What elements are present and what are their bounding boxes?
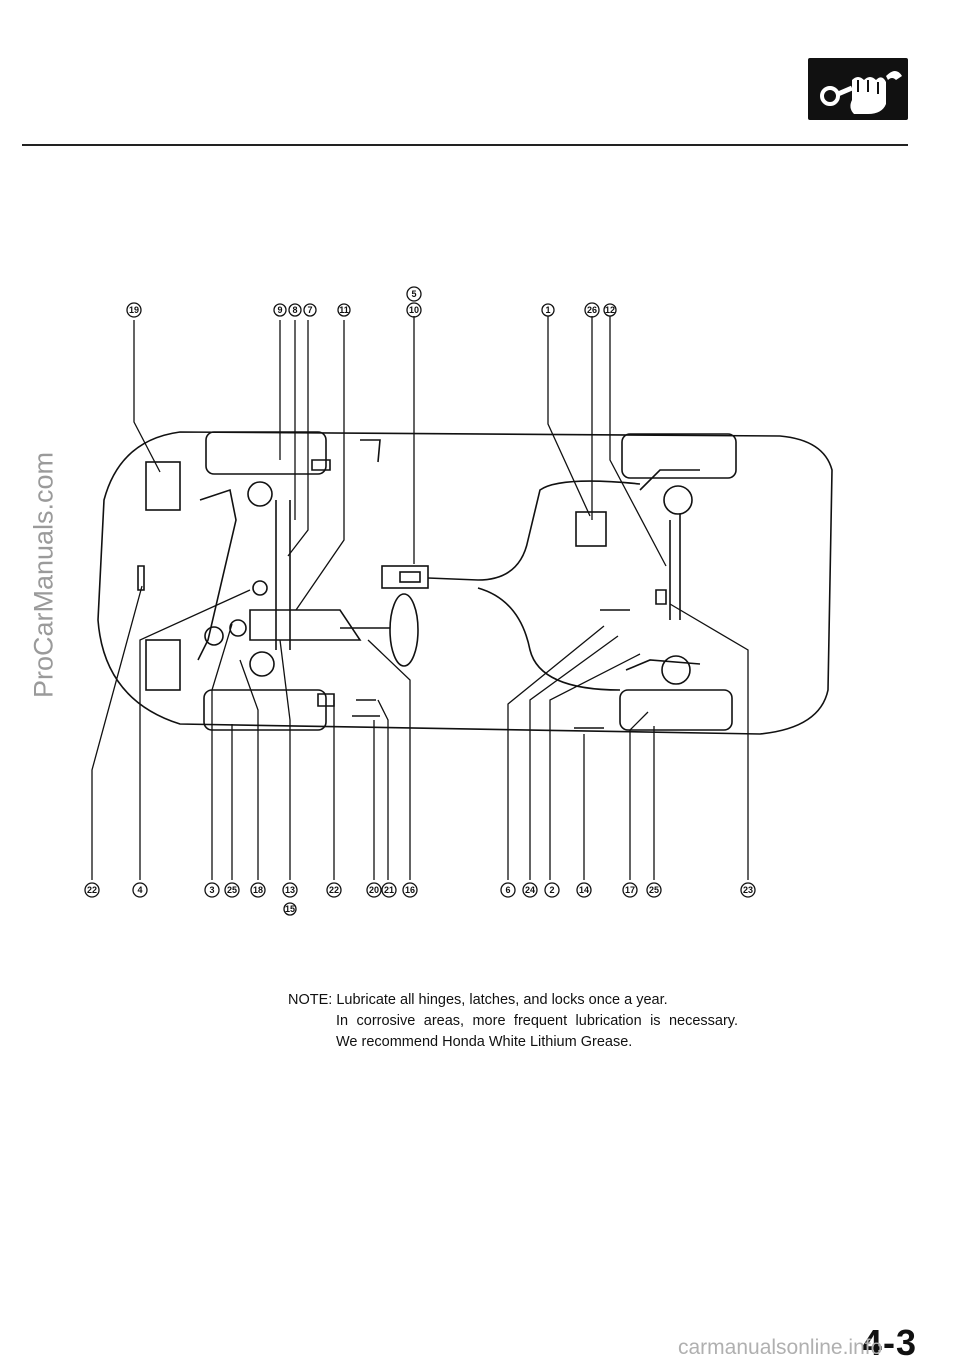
svg-text:22: 22 (87, 885, 97, 895)
svg-text:9: 9 (277, 305, 282, 315)
svg-text:20: 20 (369, 885, 379, 895)
note-text-1: Lubricate all hinges, latches, and locks… (336, 992, 668, 1008)
svg-text:23: 23 (743, 885, 753, 895)
callout-10: 10 (406, 302, 422, 318)
svg-text:11: 11 (339, 305, 349, 315)
svg-text:18: 18 (253, 885, 263, 895)
svg-text:4: 4 (137, 885, 142, 895)
callout-7: 7 (303, 303, 317, 317)
callout-23: 23 (740, 882, 756, 898)
top-callouts: 19 9 8 7 11 5 10 1 26 12 (126, 286, 617, 318)
callout-19: 19 (126, 302, 142, 318)
page-number: 4-3 (862, 1322, 918, 1363)
svg-text:24: 24 (525, 885, 535, 895)
svg-text:25: 25 (227, 885, 237, 895)
note-line-2: In corrosive areas, more frequent lubric… (336, 1013, 738, 1029)
svg-text:1: 1 (545, 305, 550, 315)
callout-20: 20 (366, 882, 382, 898)
svg-text:15: 15 (285, 904, 295, 914)
svg-text:7: 7 (307, 305, 312, 315)
bottom-callouts: 22 4 3 25 18 13 15 22 20 21 16 6 24 2 14… (84, 882, 756, 916)
callout-16: 16 (402, 882, 418, 898)
svg-text:3: 3 (209, 885, 214, 895)
callout-17: 17 (622, 882, 638, 898)
callout-leaders (91, 316, 749, 880)
svg-text:10: 10 (409, 305, 419, 315)
note-line-1: NOTE: Lubricate all hinges, latches, and… (288, 990, 748, 1011)
svg-text:19: 19 (129, 305, 139, 315)
note-line-3: We recommend Honda White Lithium Grease. (336, 1034, 633, 1050)
callout-22-b: 22 (326, 882, 342, 898)
callout-22-a: 22 (84, 882, 100, 898)
callout-14: 14 (576, 882, 592, 898)
svg-text:6: 6 (505, 885, 510, 895)
svg-text:16: 16 (405, 885, 415, 895)
bottom-watermark: carmanualsonline.info (678, 1336, 883, 1359)
steering-wheel (389, 593, 419, 667)
svg-text:5: 5 (411, 289, 416, 299)
callout-5: 5 (406, 286, 422, 302)
parking-brake (381, 565, 429, 589)
front-block-upper (145, 461, 181, 511)
callout-8: 8 (288, 303, 302, 317)
svg-text:26: 26 (587, 305, 597, 315)
callout-21: 21 (381, 882, 397, 898)
svg-text:13: 13 (285, 885, 295, 895)
wheel-well-rear-left (621, 433, 737, 479)
svg-text:21: 21 (384, 885, 394, 895)
header-rule (22, 144, 908, 146)
callout-4: 4 (132, 882, 148, 898)
svg-text:17: 17 (625, 885, 635, 895)
svg-text:2: 2 (549, 885, 554, 895)
front-block-lower (145, 639, 181, 691)
callout-15: 15 (283, 902, 297, 916)
callout-24: 24 (522, 882, 538, 898)
svg-text:14: 14 (579, 885, 589, 895)
rear-strut-lower (661, 655, 691, 685)
wheel-well-rear-right (619, 689, 733, 731)
callout-1: 1 (541, 303, 555, 317)
callout-12: 12 (603, 303, 617, 317)
note-prefix: NOTE: (288, 992, 333, 1008)
wheel-well-front-left (205, 431, 327, 475)
svg-text:22: 22 (329, 885, 339, 895)
car-body-outline (97, 431, 833, 735)
svg-text:25: 25 (649, 885, 659, 895)
callout-13: 13 (282, 882, 298, 898)
callout-9: 9 (273, 303, 287, 317)
lubrication-tool-icon (808, 58, 908, 120)
lubrication-note: NOTE: Lubricate all hinges, latches, and… (288, 990, 748, 1053)
callout-11: 11 (337, 303, 351, 317)
rear-strut-upper (663, 485, 693, 515)
svg-text:12: 12 (605, 305, 615, 315)
callout-3: 3 (204, 882, 220, 898)
callout-6: 6 (500, 882, 516, 898)
wheel-well-front-right (203, 689, 327, 731)
lubrication-points-diagram: 19 9 8 7 11 5 10 1 26 12 22 4 3 25 18 13… (84, 286, 833, 916)
steering-column (275, 500, 291, 650)
callout-2: 2 (544, 882, 560, 898)
svg-text:8: 8 (292, 305, 297, 315)
callout-25-b: 25 (646, 882, 662, 898)
callout-25-a: 25 (224, 882, 240, 898)
callout-26: 26 (584, 302, 600, 318)
callout-18: 18 (250, 882, 266, 898)
